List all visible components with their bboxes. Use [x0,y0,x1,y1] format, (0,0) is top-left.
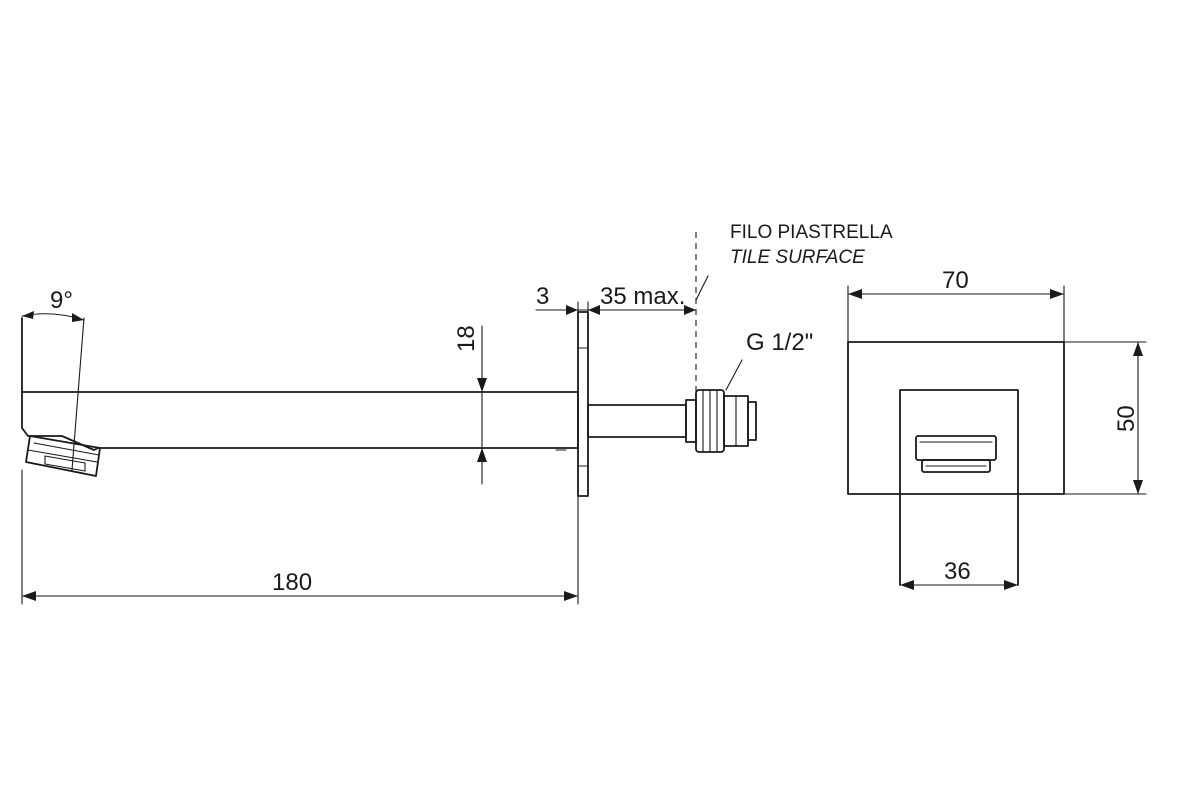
wall-flange [577,311,589,497]
spout-outline [899,389,1019,586]
dim-spout-height: 18 [453,325,487,485]
label-spout-length: 180 [272,569,312,596]
front-view [847,341,1065,586]
label-outlet-width: 36 [944,558,971,585]
aerator-nozzle [25,435,101,477]
label-thread: G 1/2" [746,329,813,356]
dim-spout-length: 180 [21,469,579,605]
dim-flange-depth: 3 35 max. [535,283,697,319]
label-plate-width: 70 [942,267,969,294]
pipe-collar [685,399,697,443]
side-view [21,232,757,497]
connection-pipe [587,404,687,438]
dim-plate-width: 70 [847,267,1065,343]
threaded-connector [695,389,757,453]
label-plate-height: 50 [1113,405,1140,432]
label-max-depth: 35 max. [600,283,685,310]
dim-plate-height: 50 [1063,341,1147,495]
dim-spout-angle: 9° [21,287,85,471]
thread-leader [725,359,743,391]
label-tile-surface-en: TILE SURFACE [730,247,865,268]
spout-body [21,391,579,451]
dim-outlet-width: 36 [899,558,1019,590]
label-tile-surface-it: FILO PIASTRELLA [730,222,893,243]
aerator-front [915,435,997,473]
wall-plate [847,341,1065,495]
label-spout-height: 18 [453,325,480,352]
label-flange-thickness: 3 [536,283,549,310]
label-spout-angle: 9° [50,287,73,314]
